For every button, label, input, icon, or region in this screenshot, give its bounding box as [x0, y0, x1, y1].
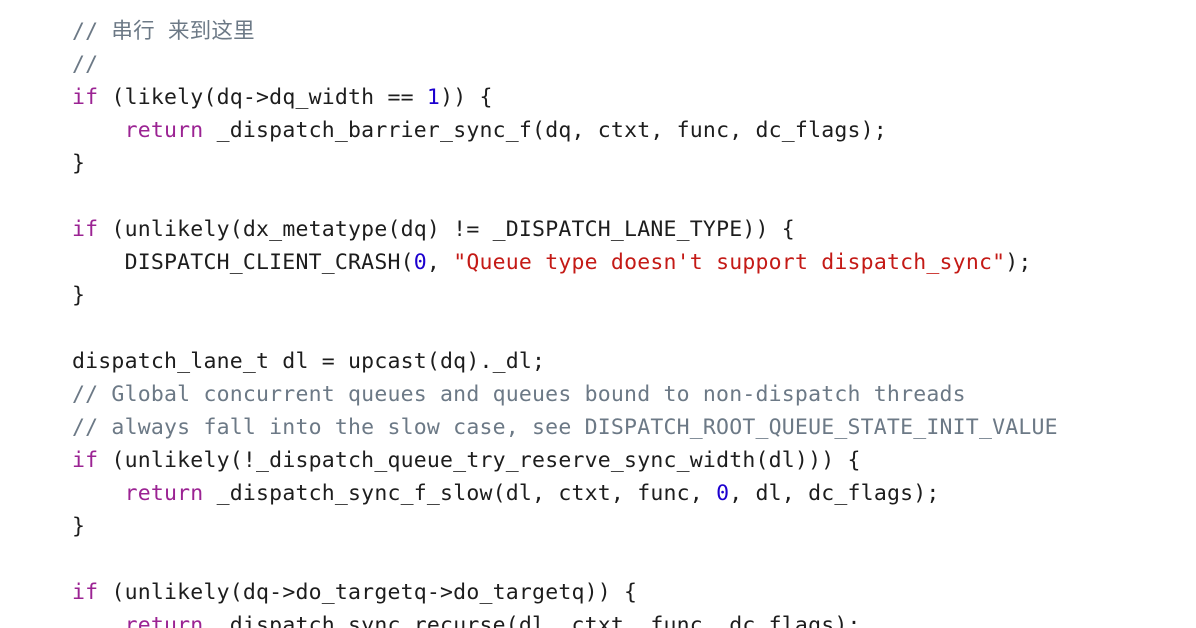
code-token-plain: ,: [426, 250, 454, 275]
code-token-keyword: if: [72, 85, 99, 110]
code-token-plain: _dispatch_barrier_sync_f(dq, ctxt, func,…: [203, 118, 887, 143]
code-token-keyword: return: [124, 613, 204, 628]
code-token-plain: )) {: [440, 85, 493, 110]
code-line: //: [72, 48, 1058, 81]
code-line: }: [72, 279, 1058, 312]
code-token-keyword: return: [124, 118, 204, 143]
code-token-plain: DISPATCH_CLIENT_CRASH(: [72, 250, 414, 275]
code-token-plain: (unlikely(!_dispatch_queue_try_reserve_s…: [98, 448, 861, 473]
code-token-plain: );: [1005, 250, 1032, 275]
code-token-keyword: if: [72, 448, 99, 473]
code-token-comment: // 串行 来到这里: [72, 19, 255, 44]
code-line: DISPATCH_CLIENT_CRASH(0, "Queue type doe…: [72, 246, 1058, 279]
code-line: dispatch_lane_t dl = upcast(dq)._dl;: [72, 345, 1058, 378]
code-token-plain: _dispatch_sync_f_slow(dl, ctxt, func,: [203, 481, 717, 506]
code-token-number: 1: [426, 85, 441, 110]
code-line: if (unlikely(dq->do_targetq->do_targetq)…: [72, 576, 1058, 609]
code-token-plain: (likely(dq->dq_width ==: [98, 85, 427, 110]
code-token-plain: }: [72, 151, 86, 176]
code-token-plain: [72, 481, 125, 506]
code-token-plain: dispatch_lane_t dl = upcast(dq)._dl;: [72, 349, 546, 374]
code-token-comment: // always fall into the slow case, see D…: [72, 415, 1058, 440]
code-line: // 串行 来到这里: [72, 15, 1058, 48]
code-line: [72, 543, 1058, 576]
code-token-plain: , dl, dc_flags);: [729, 481, 940, 506]
code-token-keyword: if: [72, 580, 99, 605]
code-token-comment: //: [72, 52, 99, 77]
code-line: }: [72, 510, 1058, 543]
code-token-plain: (unlikely(dq->do_targetq->do_targetq)) {: [98, 580, 638, 605]
code-line: // always fall into the slow case, see D…: [72, 411, 1058, 444]
code-token-plain: _dispatch_sync_recurse(dl, ctxt, func, d…: [203, 613, 861, 628]
code-token-keyword: if: [72, 217, 99, 242]
code-token-number: 0: [413, 250, 427, 275]
code-line: if (unlikely(dx_metatype(dq) != _DISPATC…: [72, 213, 1058, 246]
code-line: // Global concurrent queues and queues b…: [72, 378, 1058, 411]
code-lines: // 串行 来到这里 // if (likely(dq->dq_width == 1…: [72, 15, 1058, 628]
code-token-plain: [72, 613, 125, 628]
code-line: if (unlikely(!_dispatch_queue_try_reserv…: [72, 444, 1058, 477]
code-line: [72, 312, 1058, 345]
code-token-keyword: return: [124, 481, 204, 506]
code-token-plain: }: [72, 283, 86, 308]
code-token-string: "Queue type doesn't support dispatch_syn…: [453, 250, 1006, 275]
code-token-plain: [72, 118, 125, 143]
code-token-comment: // Global concurrent queues and queues b…: [72, 382, 966, 407]
code-line: [72, 180, 1058, 213]
code-token-number: 0: [716, 481, 730, 506]
code-line: if (likely(dq->dq_width == 1)) {: [72, 81, 1058, 114]
code-line: return _dispatch_barrier_sync_f(dq, ctxt…: [72, 114, 1058, 147]
code-token-plain: }: [72, 514, 86, 539]
code-token-plain: (unlikely(dx_metatype(dq) != _DISPATCH_L…: [98, 217, 795, 242]
code-line: }: [72, 147, 1058, 180]
code-line: return _dispatch_sync_recurse(dl, ctxt, …: [72, 609, 1058, 628]
code-line: return _dispatch_sync_f_slow(dl, ctxt, f…: [72, 477, 1058, 510]
